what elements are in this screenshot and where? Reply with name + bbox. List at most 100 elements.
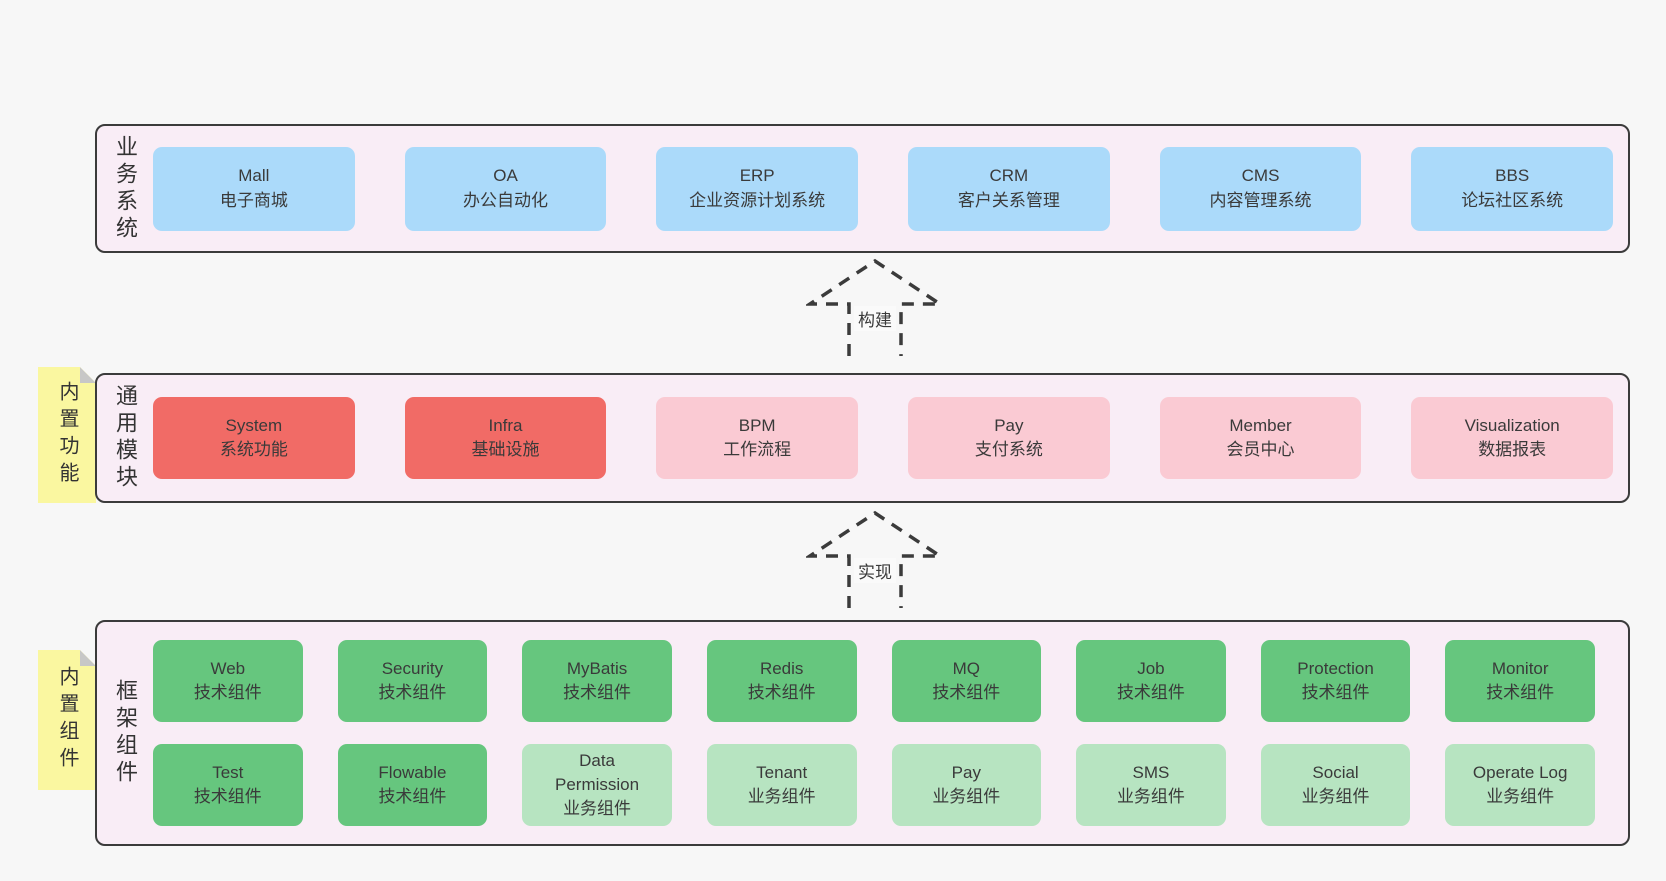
box-social: Social 业务组件 xyxy=(1260,744,1411,826)
box-test: Test 技术组件 xyxy=(153,744,303,826)
box-mall: Mall 电子商城 xyxy=(153,146,355,231)
box-title: Pay xyxy=(951,762,981,782)
box-monitor: Monitor 技术组件 xyxy=(1445,640,1595,722)
box-subtitle: 会员中心 xyxy=(1226,440,1295,459)
box-subtitle: 技术组件 xyxy=(1301,683,1370,702)
business-boxes: Mall 电子商城 OA 办公自动化 ERP 企业资源计划系统 CRM 客户关系… xyxy=(153,126,1628,251)
box-subtitle: 业务组件 xyxy=(1301,787,1370,806)
box-subtitle: 支付系统 xyxy=(974,440,1043,459)
box-subtitle: 内容管理系统 xyxy=(1209,190,1312,210)
box-subtitle: 论坛社区系统 xyxy=(1461,190,1564,210)
box-oa: OA 办公自动化 xyxy=(404,146,607,231)
box-subtitle: 数据报表 xyxy=(1478,440,1547,459)
box-subtitle: 客户关系管理 xyxy=(957,190,1060,210)
module-boxes: System 系统功能 Infra 基础设施 BPM 工作流程 Pay 支付系统… xyxy=(153,375,1628,501)
box-subtitle: 业务组件 xyxy=(563,799,632,819)
box-title: Social xyxy=(1312,762,1359,782)
box-web: Web 技术组件 xyxy=(153,640,303,722)
box-title: ERP xyxy=(739,166,775,186)
box-title: Pay xyxy=(994,415,1024,435)
box-data-permission: Data Permission 业务组件 xyxy=(522,744,672,826)
sticky-label: 内置功能 xyxy=(56,381,78,489)
box-title: Operate Log xyxy=(1472,762,1568,782)
section-label-wrap: 框架组件 xyxy=(97,622,153,844)
box-member: Member 会员中心 xyxy=(1159,397,1362,479)
box-subtitle: 技术组件 xyxy=(563,683,632,702)
box-title: Protection xyxy=(1297,658,1374,678)
framework-row-tech: Web 技术组件 Security 技术组件 MyBatis 技术组件 Redi… xyxy=(153,640,1595,722)
box-subtitle: 技术组件 xyxy=(193,787,262,806)
sticky-note-builtin-features: 内置功能 xyxy=(38,367,96,503)
arrow-build: 构建 xyxy=(806,258,944,356)
box-flowable: Flowable 技术组件 xyxy=(337,744,488,826)
box-subtitle: 业务组件 xyxy=(1486,787,1555,806)
box-subtitle: 业务组件 xyxy=(1116,787,1185,806)
box-subtitle: 办公自动化 xyxy=(463,190,548,210)
box-title: Member xyxy=(1229,415,1292,435)
box-job: Job 技术组件 xyxy=(1076,640,1226,722)
box-erp: ERP 企业资源计划系统 xyxy=(656,146,859,231)
box-subtitle: 技术组件 xyxy=(193,683,262,702)
box-tenant: Tenant 业务组件 xyxy=(706,744,857,826)
box-title: System xyxy=(225,415,283,435)
box-crm: CRM 客户关系管理 xyxy=(908,146,1110,231)
box-title: BPM xyxy=(738,415,776,435)
arrow-build-label: 构建 xyxy=(854,306,896,331)
section-label-wrap: 业务系统 xyxy=(97,126,153,251)
box-title: OA xyxy=(493,166,518,186)
box-visualization: Visualization 数据报表 xyxy=(1411,397,1614,479)
sticky-note-builtin-components: 内置组件 xyxy=(38,650,96,790)
box-subtitle: 技术组件 xyxy=(1486,683,1555,702)
box-bbs: BBS 论坛社区系统 xyxy=(1411,146,1614,231)
box-subtitle: 技术组件 xyxy=(378,683,447,702)
box-mq: MQ 技术组件 xyxy=(891,640,1042,722)
arrow-implement-label: 实现 xyxy=(854,558,896,583)
box-mybatis: MyBatis 技术组件 xyxy=(522,640,672,722)
box-bpm: BPM 工作流程 xyxy=(656,397,859,479)
section-common-modules: 通用模块 System 系统功能 Infra 基础设施 BPM 工作流程 Pay… xyxy=(95,373,1630,503)
sticky-label: 内置组件 xyxy=(56,666,78,774)
box-subtitle: 工作流程 xyxy=(723,440,792,459)
section-framework-label: 框架组件 xyxy=(113,679,138,787)
box-infra: Infra 基础设施 xyxy=(404,397,607,479)
box-pay-biz: Pay 业务组件 xyxy=(891,744,1042,826)
box-sms: SMS 业务组件 xyxy=(1076,744,1226,826)
box-title: CRM xyxy=(989,166,1029,186)
section-business-label: 业务系统 xyxy=(113,134,138,243)
box-subtitle: 技术组件 xyxy=(1116,683,1185,702)
box-title: Tenant xyxy=(756,762,808,782)
box-title: CMS xyxy=(1241,166,1280,186)
box-title: Infra xyxy=(488,415,523,435)
box-subtitle: 技术组件 xyxy=(747,683,816,702)
box-operate-log: Operate Log 业务组件 xyxy=(1445,744,1595,826)
box-title: Flowable xyxy=(378,762,447,782)
box-subtitle: 业务组件 xyxy=(932,787,1001,806)
box-title: SMS xyxy=(1132,762,1170,782)
arrow-implement: 实现 xyxy=(806,510,944,608)
box-cms: CMS 内容管理系统 xyxy=(1159,146,1362,231)
framework-rows: Web 技术组件 Security 技术组件 MyBatis 技术组件 Redi… xyxy=(153,622,1628,844)
section-business-systems: 业务系统 Mall 电子商城 OA 办公自动化 ERP 企业资源计划系统 CRM… xyxy=(95,124,1630,253)
box-title: BBS xyxy=(1495,166,1530,186)
folded-corner-icon xyxy=(80,367,96,383)
folded-corner-icon xyxy=(80,650,96,666)
box-title: Redis xyxy=(759,658,804,678)
section-framework-components: 框架组件 Web 技术组件 Security 技术组件 MyBatis 技术组件… xyxy=(95,620,1630,846)
box-pay: Pay 支付系统 xyxy=(908,397,1110,479)
box-title: Monitor xyxy=(1491,658,1549,678)
box-subtitle: 电子商城 xyxy=(219,190,288,210)
box-subtitle: 技术组件 xyxy=(378,787,447,806)
box-title: Test xyxy=(212,762,244,782)
box-subtitle: 基础设施 xyxy=(471,440,540,459)
section-modules-label: 通用模块 xyxy=(113,384,138,492)
box-system: System 系统功能 xyxy=(153,397,355,479)
box-subtitle: 企业资源计划系统 xyxy=(689,190,826,210)
box-title: Data Permission xyxy=(555,750,640,794)
box-title: Visualization xyxy=(1464,415,1560,435)
box-title: Job xyxy=(1137,658,1165,678)
box-redis: Redis 技术组件 xyxy=(706,640,857,722)
framework-row-biz: Test 技术组件 Flowable 技术组件 Data Permission … xyxy=(153,744,1595,826)
box-title: Security xyxy=(381,658,444,678)
dashed-up-arrow-icon xyxy=(806,258,944,356)
box-title: Web xyxy=(210,658,246,678)
